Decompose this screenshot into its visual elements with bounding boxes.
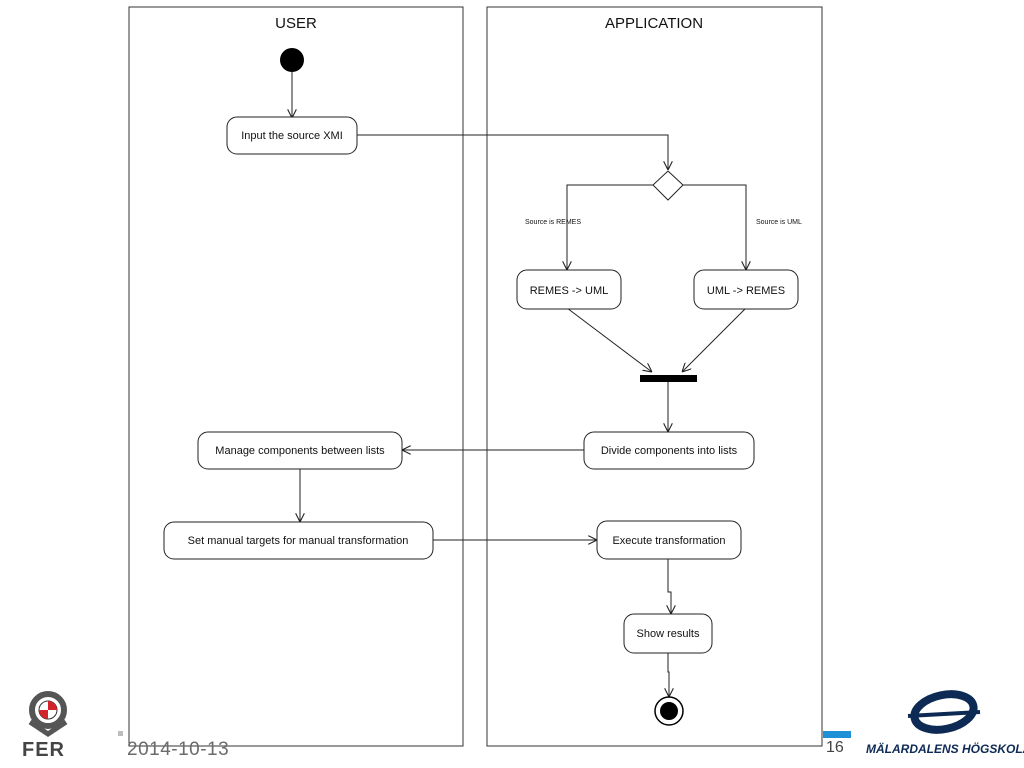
fer-logo-text: FER — [22, 739, 65, 761]
initial-node — [280, 48, 304, 72]
edge-decision-to-remes — [567, 184, 654, 270]
action-show-results-box — [623, 613, 713, 654]
action-execute-transformation-box — [596, 520, 742, 560]
action-show-results-label: Show results — [637, 628, 700, 640]
action-divide-components-label: Divide components into lists — [601, 445, 738, 457]
action-manage-components-box — [197, 431, 403, 470]
action-divide-components-box — [583, 431, 755, 470]
action-remes-to-uml-label: REMES -> UML — [530, 285, 609, 297]
action-uml-to-remes-box — [693, 269, 799, 310]
action-uml-to-remes-label: UML -> REMES — [707, 285, 785, 297]
action-execute-transformation-label: Execute transformation — [612, 535, 725, 547]
join-bar — [640, 375, 697, 382]
action-input-source-label: Input the source XMI — [241, 130, 343, 142]
user-swimlane — [128, 6, 464, 747]
edge-results-to-final — [668, 653, 669, 697]
guard-source-remes: Source is REMES — [525, 219, 581, 226]
footer-marker — [118, 731, 123, 736]
action-manage-components-label: Manage components between lists — [215, 445, 385, 457]
edge-remes-to-fork — [566, 307, 652, 372]
edge-uml-to-fork — [682, 307, 747, 372]
application-swimlane — [486, 6, 823, 747]
fer-logo-icon — [28, 691, 68, 738]
decision-node — [652, 170, 684, 201]
footer-date: 2014-10-13 — [127, 739, 230, 760]
action-set-manual-targets-box — [163, 521, 434, 560]
mdh-logo-icon — [907, 690, 981, 734]
page-number: 16 — [826, 739, 844, 756]
edge-decision-to-uml — [682, 184, 746, 270]
final-node-inner — [660, 702, 678, 720]
user-lane-title: USER — [275, 15, 317, 32]
page-number-bar — [823, 731, 851, 738]
action-input-source-box — [226, 116, 358, 155]
edge-input-to-decision — [357, 134, 668, 170]
mdh-logo-text: MÄLARDALENS HÖGSKOLA — [866, 742, 1024, 756]
edge-execute-to-results — [668, 559, 671, 614]
application-lane-title: APPLICATION — [605, 15, 703, 32]
action-remes-to-uml-box — [516, 269, 622, 310]
action-set-manual-targets-label: Set manual targets for manual transforma… — [188, 535, 409, 547]
guard-source-uml: Source is UML — [756, 219, 802, 226]
